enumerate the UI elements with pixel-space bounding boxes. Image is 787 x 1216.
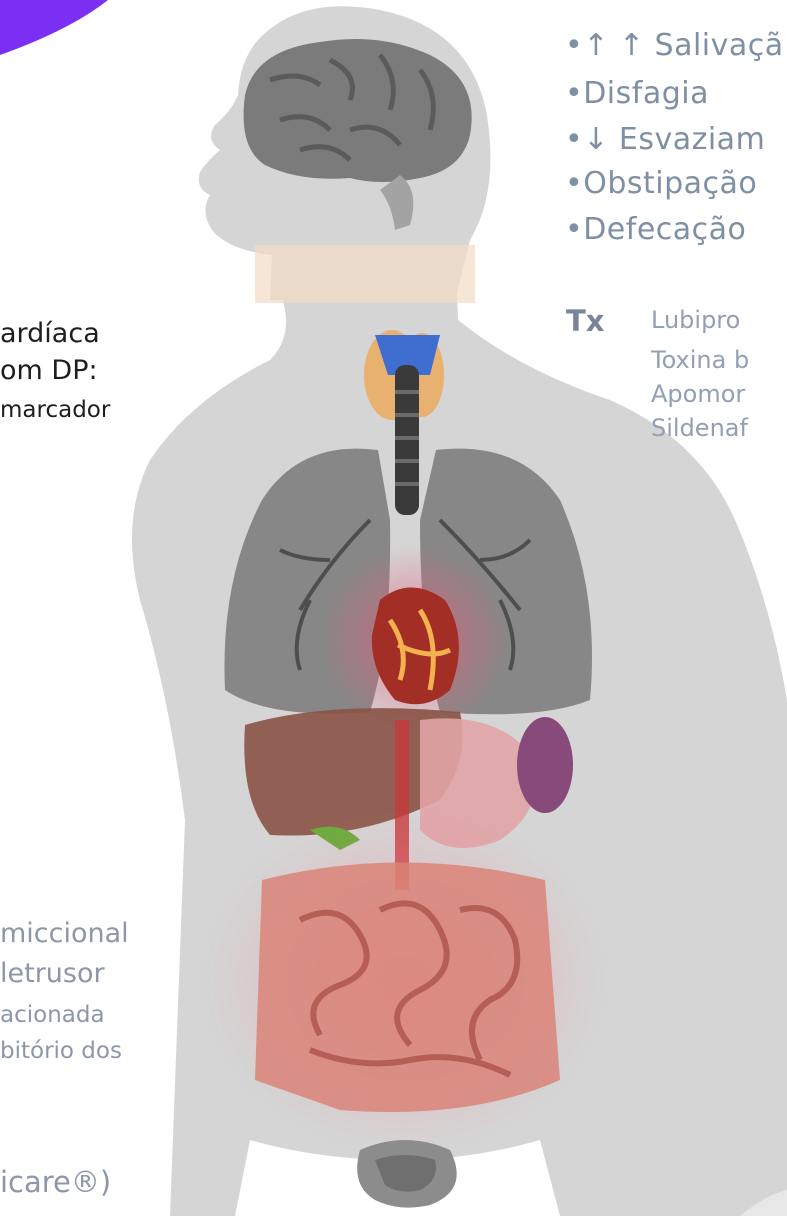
treatment-item: Lubipro <box>651 306 740 334</box>
cardiac-text-line: om DP: <box>0 355 98 386</box>
bladder <box>357 1140 457 1208</box>
cardiac-text-line: marcador <box>0 397 110 423</box>
symptom-item: •Disfagia <box>565 76 709 111</box>
symptom-item: •↑ ↑ Salivaçã <box>565 28 784 63</box>
urinary-text-line: bitório dos <box>0 1038 122 1064</box>
urinary-text-line: letrusor <box>0 958 105 989</box>
urinary-text-line: acionada <box>0 1002 105 1028</box>
intestines <box>255 863 560 1113</box>
neck-band <box>255 245 475 303</box>
treatment-label: Tx <box>566 304 605 338</box>
corner-accent-shape <box>0 0 108 55</box>
treatment-item: Sildenaf <box>651 414 748 442</box>
symptom-item: •↓ Esvaziam <box>565 122 765 157</box>
treatment-item: Toxina b <box>651 346 749 374</box>
symptom-item: •Obstipação <box>565 166 757 201</box>
urinary-text-line: miccional <box>0 918 129 949</box>
treatment-item: Apomor <box>651 380 745 408</box>
brand-text: icare®) <box>0 1165 111 1199</box>
symptom-item: •Defecação <box>565 212 746 247</box>
cardiac-text-line: ardíaca <box>0 318 100 349</box>
